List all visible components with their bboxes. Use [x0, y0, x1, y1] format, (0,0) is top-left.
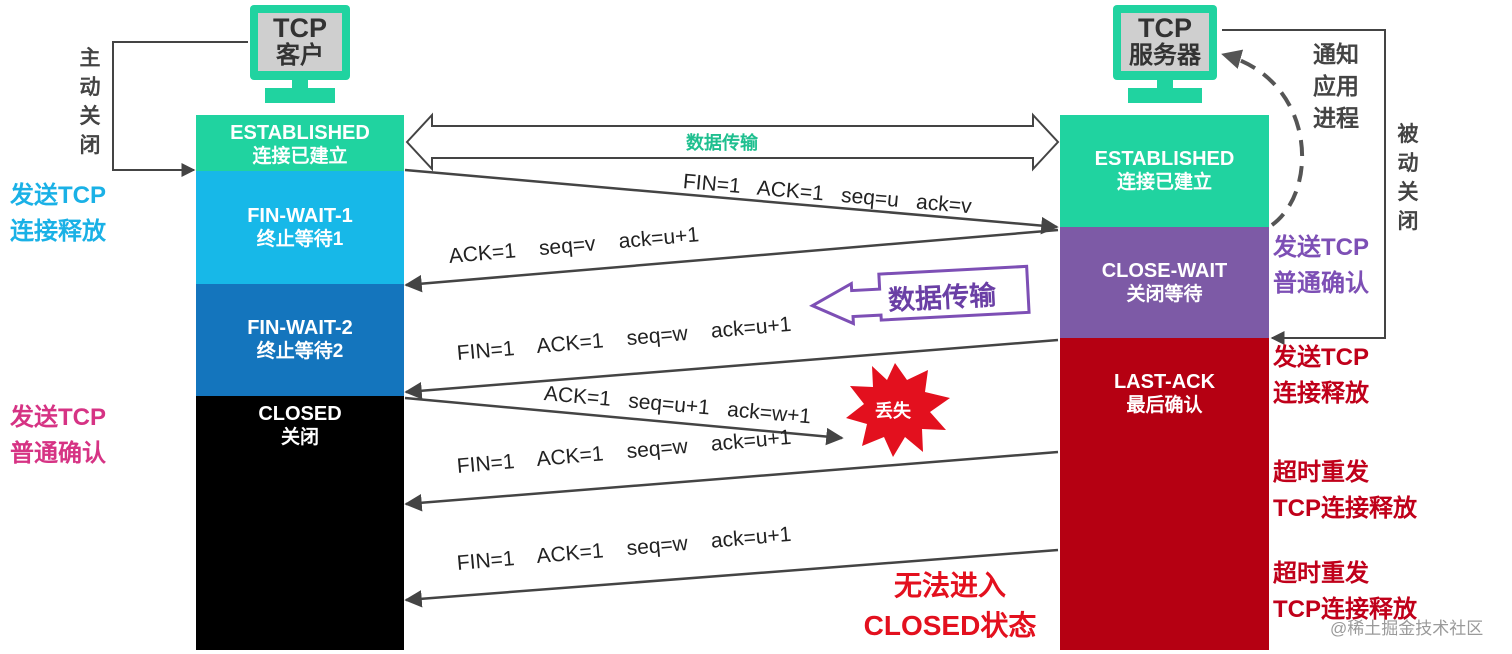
notify-app-label: 通知 应用 进程	[1306, 38, 1366, 134]
server-computer-icon	[1113, 5, 1217, 103]
packet-arrow-5	[404, 450, 1059, 512]
active-close-bracket	[112, 41, 248, 177]
server-state-last-ack: LAST-ACK 最后确认	[1060, 338, 1269, 650]
state-name: CLOSED	[258, 403, 342, 425]
notify-line: 进程	[1313, 105, 1359, 131]
right-note-send-fin: 发送TCP 连接释放	[1273, 340, 1369, 412]
note-line: 超时重发	[1273, 560, 1369, 587]
state-name: FIN-WAIT-2	[247, 317, 353, 339]
client-state-closed: CLOSED 关闭	[196, 396, 404, 650]
state-label: 关闭等待	[1126, 284, 1203, 305]
passive-close-label: 被 动 关 闭	[1395, 120, 1421, 236]
data-transfer-callout-label: 数据传输	[887, 280, 997, 316]
packet-arrow-4-lost	[404, 396, 844, 446]
client-title-line1: TCP	[273, 13, 327, 43]
active-close-char: 主	[79, 47, 101, 70]
note-line: 发送TCP	[10, 182, 106, 209]
passive-close-char: 关	[1397, 181, 1419, 204]
left-note-send-ack: 发送TCP 普通确认	[10, 400, 106, 472]
note-line: 无法进入	[893, 570, 1006, 601]
state-name: FIN-WAIT-1	[247, 205, 353, 227]
active-close-char: 闭	[79, 134, 101, 157]
data-transfer-callout-arrow	[809, 264, 1031, 326]
active-close-char: 动	[79, 76, 101, 99]
state-name: ESTABLISHED	[230, 122, 370, 144]
note-line: 发送TCP	[1273, 344, 1369, 371]
server-title-line2: 服务器	[1129, 42, 1201, 69]
state-label: 关闭	[280, 427, 319, 448]
server-title: TCP 服务器	[1121, 14, 1209, 70]
lost-burst-shape	[846, 363, 950, 457]
active-close-char: 关	[79, 105, 101, 128]
state-label: 最后确认	[1126, 395, 1203, 416]
notify-line: 应用	[1313, 73, 1359, 99]
passive-close-bracket	[1222, 29, 1386, 345]
note-line: 普通确认	[10, 440, 106, 467]
data-transfer-top-label: 数据传输	[686, 133, 758, 153]
active-close-label: 主 动 关 闭	[77, 44, 103, 160]
state-name: LAST-ACK	[1113, 371, 1216, 393]
right-note-send-ack: 发送TCP 普通确认	[1273, 230, 1369, 302]
note-line: TCP连接释放	[1273, 596, 1417, 623]
note-line: 发送TCP	[10, 404, 106, 431]
packet-arrow-2	[404, 228, 1059, 293]
state-label: 终止等待1	[256, 229, 344, 250]
cannot-enter-closed-note: 无法进入 CLOSED状态	[850, 566, 1050, 646]
note-line: TCP连接释放	[1273, 495, 1417, 522]
left-note-send-fin: 发送TCP 连接释放	[10, 178, 106, 250]
server-title-line1: TCP	[1138, 13, 1192, 43]
client-title-line2: 客户	[276, 42, 324, 69]
note-line: 连接释放	[1273, 380, 1369, 407]
packet-arrow-6	[404, 548, 1059, 608]
state-label: 终止等待2	[256, 341, 344, 362]
watermark: @稀土掘金技术社区	[1330, 619, 1484, 638]
state-name: ESTABLISHED	[1094, 148, 1235, 170]
note-line: 普通确认	[1273, 270, 1369, 297]
lost-label: 丢失	[875, 401, 911, 421]
passive-close-char: 被	[1397, 123, 1419, 146]
state-label: 连接已建立	[1116, 172, 1212, 193]
note-line: CLOSED状态	[863, 610, 1037, 641]
right-note-timeout-2: 超时重发 TCP连接释放	[1273, 556, 1417, 628]
notify-line: 通知	[1313, 41, 1359, 67]
passive-close-char: 闭	[1397, 210, 1419, 233]
passive-close-char: 动	[1397, 152, 1419, 175]
client-state-fin-wait-1: FIN-WAIT-1 终止等待1	[196, 171, 404, 284]
server-state-established: ESTABLISHED 连接已建立	[1060, 115, 1269, 227]
client-computer-icon	[250, 5, 350, 103]
data-transfer-double-arrow	[405, 112, 1060, 172]
client-state-fin-wait-2: FIN-WAIT-2 终止等待2	[196, 284, 404, 396]
packet-arrow-1	[404, 168, 1059, 235]
note-line: 超时重发	[1273, 459, 1369, 486]
state-label: 连接已建立	[252, 146, 348, 167]
note-line: 发送TCP	[1273, 234, 1369, 261]
state-name: CLOSE-WAIT	[1101, 260, 1228, 282]
server-state-close-wait: CLOSE-WAIT 关闭等待	[1060, 227, 1269, 338]
right-note-timeout-1: 超时重发 TCP连接释放	[1273, 455, 1417, 527]
packet-arrow-3	[404, 338, 1059, 400]
note-line: 连接释放	[10, 218, 106, 245]
client-state-established: ESTABLISHED 连接已建立	[196, 115, 404, 171]
client-title: TCP 客户	[258, 14, 342, 70]
